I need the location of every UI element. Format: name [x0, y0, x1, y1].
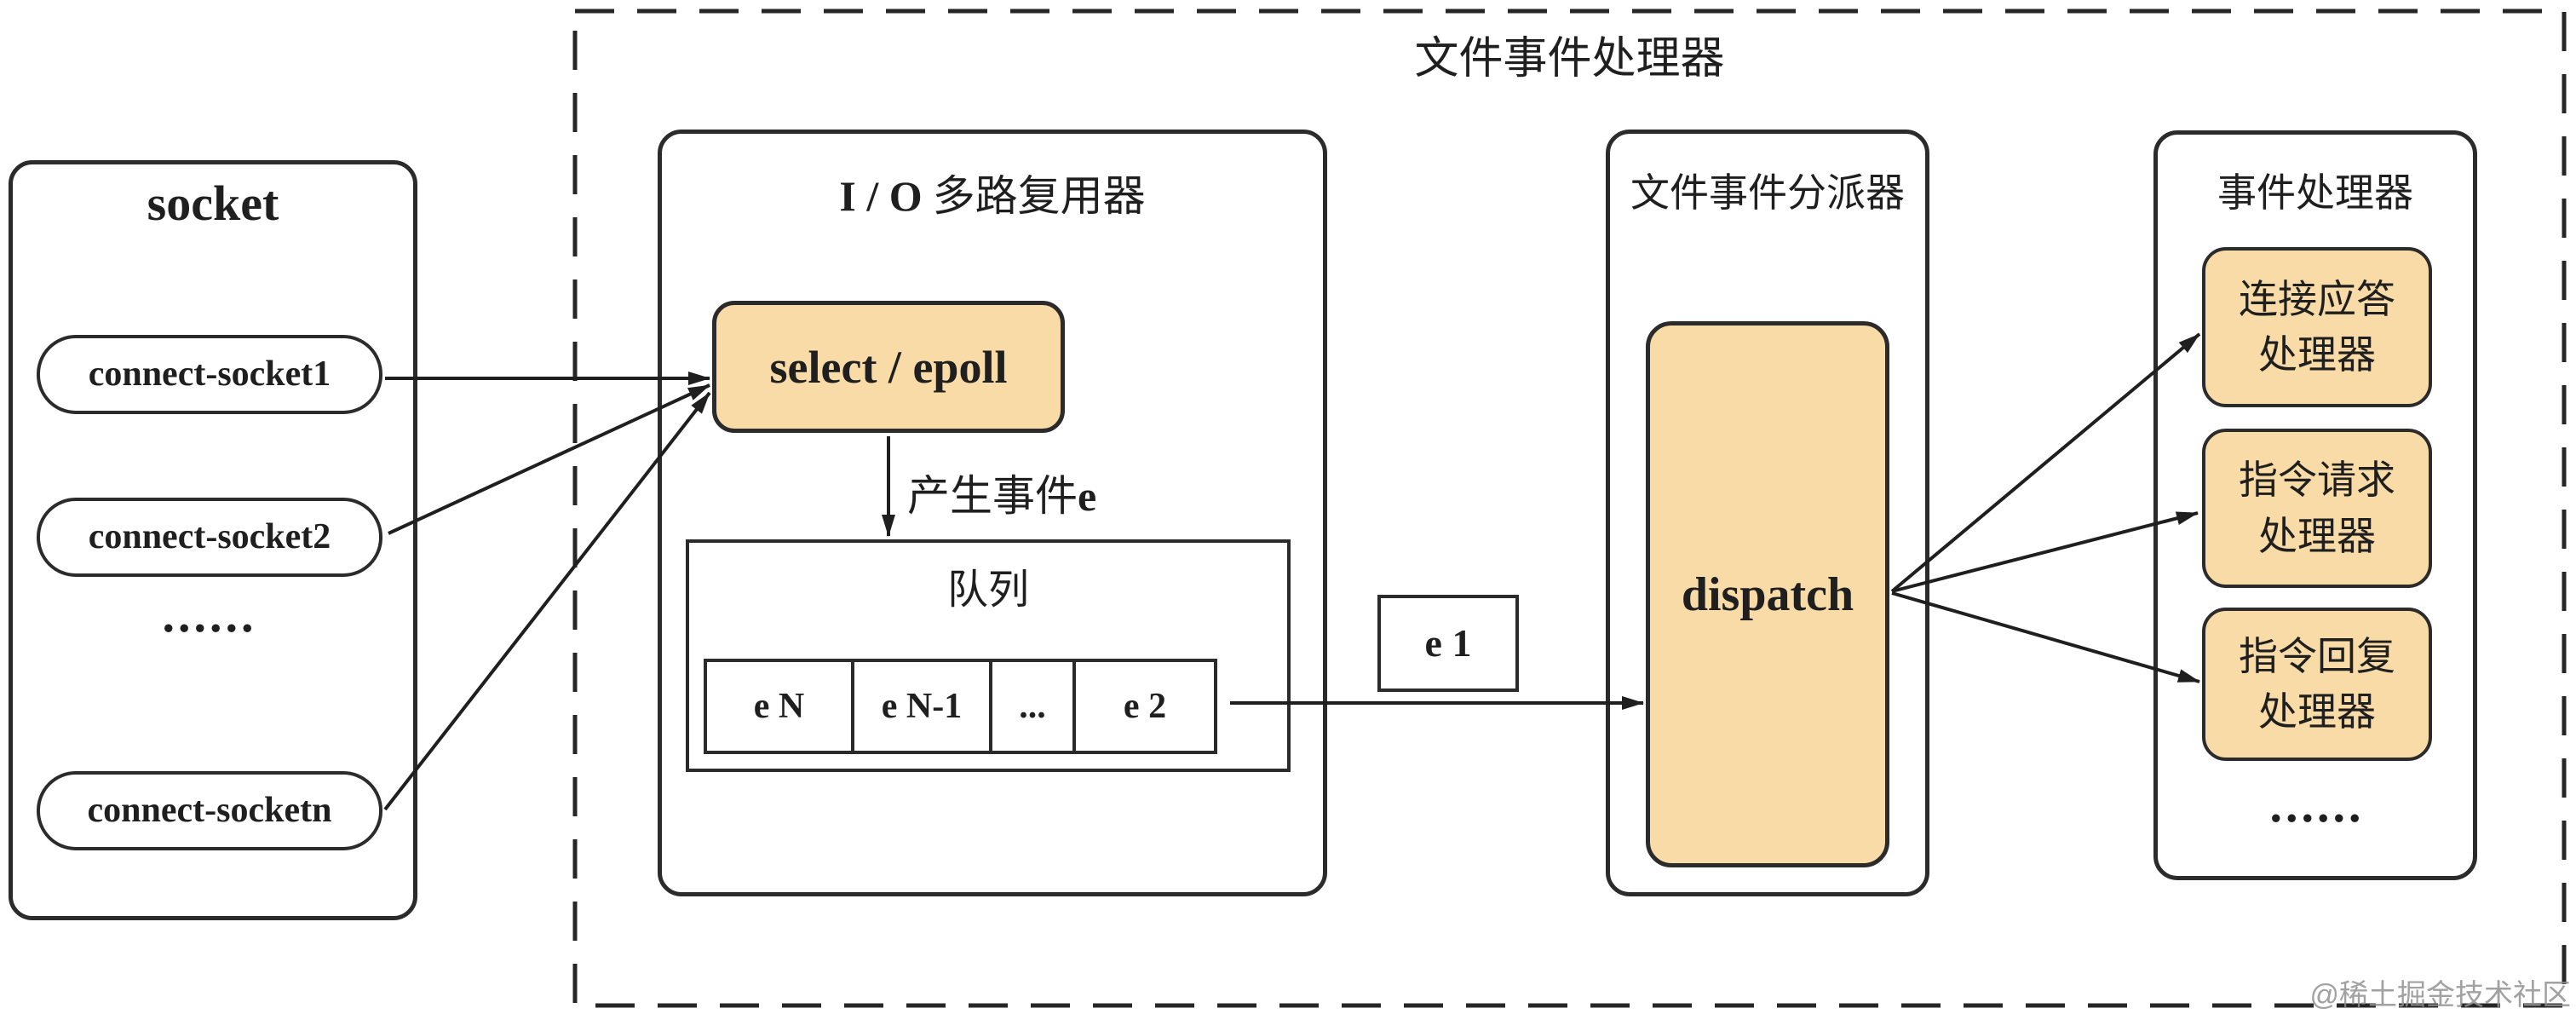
event-handler-title: 事件处理器 [2217, 171, 2413, 215]
handler2-line1: 指令请求 [2239, 458, 2395, 503]
connect-socket2-node: connect-socket2 [37, 498, 382, 577]
command-reply-handler-node: 指令回复 处理器 [2202, 608, 2432, 761]
file-event-dispatcher-title: 文件事件分派器 [1630, 171, 1905, 215]
connect-socket1-node: connect-socket1 [37, 335, 382, 414]
connect-socketn-node: connect-socketn [37, 771, 382, 850]
queue-cell-e2: e 2 [1072, 659, 1217, 754]
produce-event-label: 产生事件e [907, 462, 1096, 523]
handler3-line2: 处理器 [2258, 690, 2376, 734]
io-title-en: I / O [839, 172, 923, 220]
dispatch-node: dispatch [1646, 321, 1889, 867]
connection-reply-handler-node: 连接应答 处理器 [2202, 247, 2432, 407]
socket-panel-title: socket [147, 176, 279, 231]
select-epoll-node: select / epoll [712, 301, 1065, 433]
handler1-line1: 连接应答 [2239, 277, 2395, 321]
handler-ellipsis: ...... [2269, 777, 2365, 833]
handler1-line2: 处理器 [2258, 333, 2376, 377]
command-request-handler-node: 指令请求 处理器 [2202, 429, 2432, 588]
produce-event-label-zh: 产生事件 [907, 472, 1078, 520]
diagram-title: 文件事件处理器 [1414, 35, 1725, 84]
event-e1-node: e 1 [1377, 595, 1519, 692]
socket-ellipsis: ...... [162, 587, 257, 642]
handler3-line1: 指令回复 [2239, 634, 2395, 678]
io-title-zh: 多路复用器 [932, 172, 1146, 220]
produce-event-label-en: e [1078, 472, 1097, 520]
handler2-line2: 处理器 [2258, 514, 2376, 558]
queue-cell-eN-1: e N-1 [851, 659, 992, 754]
watermark: @稀土掘金技术社区 [2309, 979, 2571, 1011]
queue-title: 队列 [946, 567, 1029, 613]
queue-cell-ellipsis: ... [989, 659, 1076, 754]
arrow-dispatch-to-command-request-handler [1891, 511, 2199, 593]
queue-cells: e N e N-1 ... e 2 [704, 659, 1217, 754]
queue-cell-eN: e N [704, 659, 854, 754]
